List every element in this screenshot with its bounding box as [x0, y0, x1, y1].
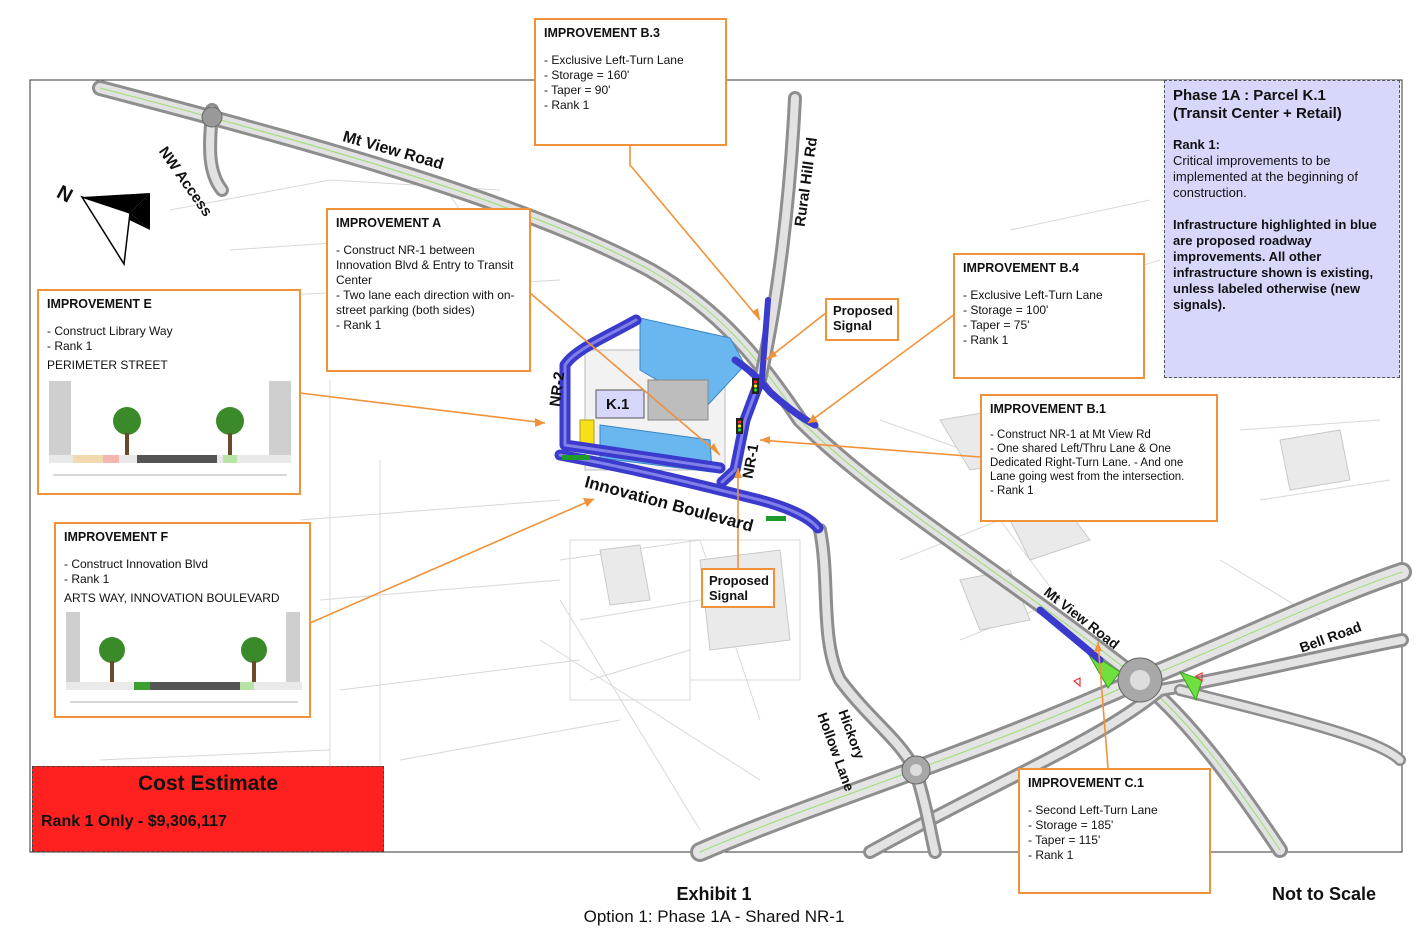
- callout-title: IMPROVEMENT B.4: [963, 261, 1079, 275]
- exhibit-title: Exhibit 1: [676, 884, 752, 904]
- callout-line: - Rank 1: [990, 485, 1034, 497]
- callout-line: - Rank 1: [963, 333, 1009, 347]
- callout-line: - Storage = 160': [544, 68, 630, 82]
- callout-line: - Taper = 90': [544, 83, 611, 97]
- callout-line: - Taper = 115': [1028, 833, 1101, 847]
- cost-title: Cost Estimate: [137, 772, 279, 795]
- scale-note: Not to Scale: [1272, 884, 1377, 904]
- cross-section-caption: PERIMETER STREET: [47, 358, 168, 372]
- callout-title: IMPROVEMENT B.1: [990, 402, 1106, 416]
- callout-line: - Two lane each direction with on-street…: [336, 288, 515, 317]
- callout-improvement-c1: IMPROVEMENT C.1 - Second Left-Turn Lane …: [1018, 768, 1211, 894]
- callout-title: IMPROVEMENT A: [336, 216, 442, 230]
- callout-line: - Second Left-Turn Lane: [1028, 803, 1158, 817]
- callout-line: - Storage = 100': [963, 303, 1049, 317]
- parcel-label-k1: K.1: [606, 396, 630, 413]
- callout-line: - Rank 1: [336, 318, 382, 332]
- callout-line: - Exclusive Left-Turn Lane: [544, 53, 684, 67]
- proposed-signal-upper: Proposed Signal: [825, 298, 899, 341]
- traffic-signals: [736, 378, 759, 434]
- phase-legend-box: Phase 1A : Parcel K.1 (Transit Center + …: [1164, 80, 1400, 378]
- signal-line: Proposed: [709, 573, 769, 588]
- signal-line: Signal: [709, 588, 749, 603]
- phase-note: Infrastructure highlighted in blue are p…: [1173, 217, 1377, 312]
- phase-title: Phase 1A : Parcel K.1 (Transit Center + …: [1173, 87, 1391, 123]
- phase-rank-text: Critical improvements to be implemented …: [1173, 153, 1359, 200]
- callout-improvement-b1: IMPROVEMENT B.1 - Construct NR-1 at Mt V…: [980, 394, 1218, 522]
- cross-section-e-diagram: [49, 381, 291, 476]
- yield-markers: [1072, 672, 1203, 688]
- callout-title: IMPROVEMENT C.1: [1028, 776, 1144, 790]
- cross-section-caption: ARTS WAY, INNOVATION BOULEVARD: [64, 591, 280, 605]
- callout-line: - Rank 1: [47, 339, 93, 353]
- callout-line: - Exclusive Left-Turn Lane: [963, 288, 1103, 302]
- callout-line: - Storage = 185': [1028, 818, 1114, 832]
- cross-section-f: ARTS WAY, INNOVATION BOULEVARD: [64, 591, 304, 703]
- callout-improvement-e: IMPROVEMENT E - Construct Library Way - …: [37, 289, 301, 495]
- callout-line: - Construct Library Way: [47, 324, 173, 338]
- cost-amount: Rank 1 Only - $9,306,117: [41, 813, 227, 830]
- callout-line: - Rank 1: [1028, 848, 1074, 862]
- callout-line: - One shared Left/Thru Lane & One Dedica…: [990, 443, 1185, 483]
- proposed-roads: [554, 297, 1104, 664]
- phase-title-line1: Phase 1A : Parcel K.1: [1173, 87, 1326, 104]
- cost-estimate-box: Cost Estimate Rank 1 Only - $9,306,117: [32, 766, 384, 852]
- cross-section-e: PERIMETER STREET: [47, 358, 293, 476]
- callout-title: IMPROVEMENT E: [47, 297, 152, 311]
- exhibit-subtitle: Option 1: Phase 1A - Shared NR-1: [583, 907, 845, 926]
- callout-line: - Construct NR-1 at Mt View Rd: [990, 429, 1151, 441]
- phase-rank-heading: Rank 1:: [1173, 137, 1220, 152]
- callout-title: IMPROVEMENT B.3: [544, 26, 660, 40]
- callout-improvement-a: IMPROVEMENT A - Construct NR-1 between I…: [326, 208, 531, 372]
- phase-title-line2: (Transit Center + Retail): [1173, 105, 1342, 122]
- callout-line: - Construct NR-1 between Innovation Blvd…: [336, 243, 514, 287]
- curb-strips: [562, 455, 786, 521]
- callout-improvement-b3: IMPROVEMENT B.3 - Exclusive Left-Turn La…: [534, 18, 727, 146]
- signal-line: Signal: [833, 318, 873, 333]
- callout-improvement-f: IMPROVEMENT F - Construct Innovation Blv…: [54, 522, 311, 718]
- leader-lines: [299, 145, 1109, 769]
- callout-line: - Construct Innovation Blvd: [64, 557, 209, 571]
- leader-arrowheads: [535, 308, 1102, 652]
- proposed-signal-lower: Proposed Signal: [701, 568, 775, 608]
- callout-line: - Rank 1: [64, 572, 110, 586]
- callout-improvement-b4: IMPROVEMENT B.4 - Exclusive Left-Turn La…: [953, 253, 1145, 379]
- roundabouts: [201, 106, 1163, 785]
- north-arrow: [80, 193, 150, 267]
- callout-line: - Rank 1: [544, 98, 590, 112]
- cross-section-f-diagram: [66, 612, 302, 703]
- signal-line: Proposed: [833, 303, 893, 318]
- callout-line: - Taper = 75': [963, 318, 1030, 332]
- callout-title: IMPROVEMENT F: [64, 530, 169, 544]
